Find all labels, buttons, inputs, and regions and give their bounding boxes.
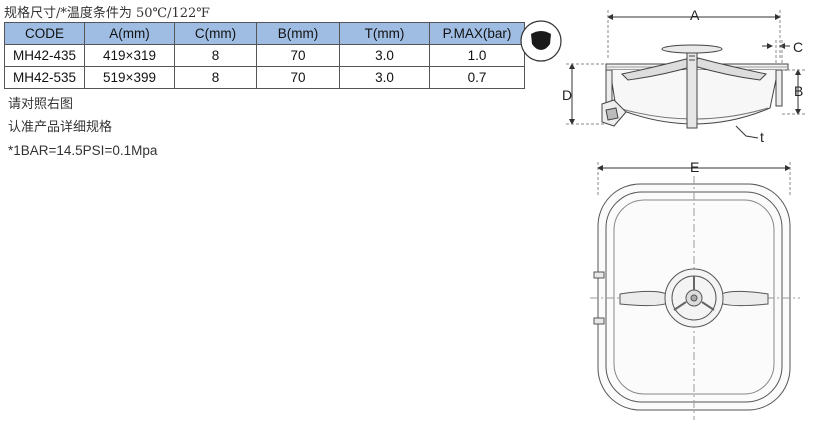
col-header-t: T(mm) [339, 22, 430, 45]
dim-t-label: t [760, 129, 764, 145]
dim-b-label: B [794, 83, 803, 99]
note-pressure-conversion: *1BAR=14.5PSI=0.1Mpa [8, 143, 158, 158]
spec-title: 规格尺寸/*温度条件为 50℃/122℉ [4, 6, 210, 21]
technical-drawing: A C B D t E [520, 7, 806, 420]
col-header-code: CODE [4, 22, 85, 45]
cell-code: MH42-535 [4, 66, 85, 89]
cell-a: 519×399 [84, 66, 175, 89]
cell-t: 3.0 [339, 66, 430, 89]
table-row: MH42-435 419×319 8 70 3.0 1.0 [4, 44, 525, 67]
cell-t: 3.0 [339, 44, 430, 67]
dim-e-label: E [690, 159, 699, 175]
col-header-a: A(mm) [84, 22, 175, 45]
col-header-pmax: P.MAX(bar) [429, 22, 525, 45]
table-header-row: CODE A(mm) C(mm) B(mm) T(mm) P.MAX(bar) [4, 22, 525, 45]
manhole-top-view [590, 162, 800, 420]
cell-b: 70 [256, 44, 340, 67]
col-header-c: C(mm) [174, 22, 257, 45]
dim-a-label: A [690, 7, 700, 23]
gasket-profile-icon [520, 20, 562, 62]
spec-table: CODE A(mm) C(mm) B(mm) T(mm) P.MAX(bar) … [4, 22, 525, 89]
notes: 请对照右图 认准产品详细规格 *1BAR=14.5PSI=0.1Mpa [8, 93, 157, 162]
dim-d-label: D [562, 87, 572, 103]
cell-b: 70 [256, 66, 340, 89]
cell-c: 8 [174, 44, 257, 67]
dim-c-label: C [793, 39, 803, 55]
cell-a: 419×319 [84, 44, 175, 67]
cell-pmax: 1.0 [429, 44, 525, 67]
manhole-side-view [566, 10, 806, 139]
cell-c: 8 [174, 66, 257, 89]
cell-pmax: 0.7 [429, 66, 525, 89]
table-row: MH42-535 519×399 8 70 3.0 0.7 [4, 66, 525, 89]
note-check-specs: 认准产品详细规格 [8, 120, 113, 135]
note-see-drawing: 请对照右图 [8, 97, 74, 112]
col-header-b: B(mm) [256, 22, 340, 45]
cell-code: MH42-435 [4, 44, 85, 67]
